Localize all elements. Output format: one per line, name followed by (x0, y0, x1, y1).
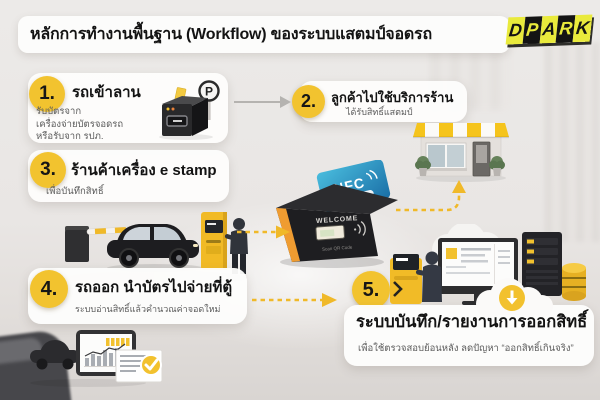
title-banner: หลักการทำงานพื้นฐาน (Workflow) ของระบบแส… (18, 16, 510, 53)
step-2-number: 2. (292, 85, 325, 118)
database-icon (562, 263, 586, 301)
plant-icon-right (489, 156, 505, 176)
ticket-machine-icon: P (159, 80, 220, 140)
parking-sign-icon (198, 80, 220, 102)
step-3-title: ร้านค้าเครื่อง e stamp (71, 162, 217, 179)
car-silhouette-icon (30, 340, 80, 370)
step-5-card (344, 305, 594, 366)
step-1-subtitle-line3: หรือรับจาก รปภ. (36, 131, 104, 142)
step-2-subtitle: ได้รับสิทธิ์แสตมป์ (346, 107, 413, 117)
cloud-download-icon (476, 278, 553, 318)
storefront-icon (413, 123, 509, 182)
step-2-title: ลูกค้าไปใช้บริการร้าน (331, 90, 454, 105)
parking-sign-pole (208, 92, 211, 120)
step-4-subtitle: ระบบอ่านสิทธิ์แล้วคำนวณค่าจอดใหม่ (75, 304, 221, 314)
parking-sign-letter: P (205, 85, 213, 99)
logo-letter-k: K (572, 14, 593, 43)
device-screen (315, 224, 345, 241)
arrow-step1-to-step2 (234, 96, 291, 108)
car-icon (107, 224, 203, 272)
step-1-subtitle-line2: เครื่องจ่ายบัตรจอดรถ (36, 118, 124, 130)
step-5-number: 5. (352, 271, 390, 309)
payment-kiosk-icon (201, 212, 227, 270)
step-1-number: 1. (29, 76, 65, 112)
report-kiosk-icon (390, 254, 422, 304)
step-5-title: ระบบบันทึก/รายงานการออกสิทธิ์ (356, 313, 588, 331)
report-illustration (30, 330, 163, 387)
awning-icon (413, 123, 509, 137)
step-4-number: 4. (30, 270, 68, 308)
check-circle-icon (140, 354, 162, 376)
dpark-logo: D P A R K (505, 14, 593, 45)
monitoring-station-illustration (390, 224, 586, 318)
person-icon (224, 218, 248, 274)
step-1-title: รถเข้าลาน (72, 84, 141, 101)
contactless-icon (354, 221, 366, 236)
monitor-icon (438, 238, 518, 305)
step-3-number: 3. (30, 152, 66, 188)
barrier-cabinet-icon (65, 230, 89, 262)
step-3-subtitle: เพื่อบันทึกสิทธิ์ (46, 186, 104, 197)
step-4-title: รถออก นำบัตรไปจ่ายที่ตู้ (75, 279, 233, 296)
operator-person-icon (415, 251, 442, 302)
plant-icon-left (415, 156, 431, 176)
estamp-device-icon: NFC WELCOME Scan QR Code (276, 160, 398, 268)
page-title: หลักการทำงานพื้นฐาน (Workflow) ของระบบแส… (30, 26, 432, 43)
step-2-card (299, 81, 467, 122)
document-check-icon (115, 349, 163, 383)
background-building (544, 42, 600, 242)
step-1-subtitle-line1: รับบัตรจาก (36, 106, 82, 117)
device-scan-label: Scan QR Code (322, 245, 353, 252)
step-5-subtitle: เพื่อใช้ตรวจสอบย้อนหลัง ลดปัญหา “ออกสิทธ… (358, 343, 574, 354)
device-welcome-label: WELCOME (316, 215, 359, 225)
server-icon (522, 232, 562, 296)
